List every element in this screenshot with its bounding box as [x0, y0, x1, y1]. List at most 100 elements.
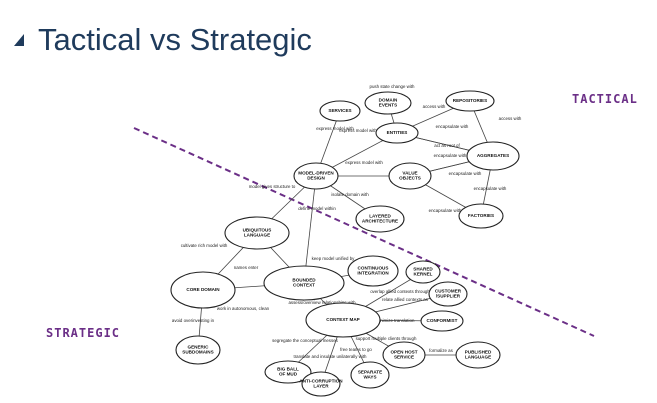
node-ellipse	[293, 162, 339, 190]
node-ellipse	[420, 310, 464, 332]
node-ellipse	[388, 162, 432, 190]
slide-title: Tactical vs Strategic	[38, 22, 312, 57]
node-ellipse	[445, 90, 495, 112]
node-core-domain: Core Domain	[170, 271, 236, 309]
node-ellipse	[350, 361, 390, 389]
title-row: Tactical vs Strategic	[14, 22, 312, 58]
strategic-label: STRATEGIC	[46, 326, 121, 340]
tactical-strategic-divider	[133, 127, 595, 337]
node-factories: Factories	[458, 203, 504, 229]
node-ellipse	[319, 100, 361, 122]
edge-label: encapsulate with	[449, 171, 482, 176]
node-label: Customer/Supplier	[435, 289, 462, 299]
edge-label: encapsulate with	[474, 186, 507, 191]
node-ellipse	[455, 341, 501, 369]
node-ellipse	[364, 91, 412, 115]
node-ellipse	[382, 341, 426, 369]
node-context-map: Context Map	[305, 302, 381, 338]
node-ellipse	[170, 271, 236, 309]
edge-label: express model with	[339, 128, 377, 133]
tactical-label: TACTICAL	[572, 92, 638, 106]
node-ellipse	[405, 260, 441, 284]
edge-label: access with	[499, 116, 522, 121]
node-ellipse	[466, 141, 520, 171]
node-ellipse	[428, 281, 468, 307]
node-entities: Entities	[375, 122, 419, 144]
edge-label: relate allied contexts as	[382, 297, 429, 302]
edge-label: work in autonomous, clean	[217, 306, 270, 311]
node-ellipse	[175, 335, 221, 365]
node-label: Entities	[387, 130, 408, 135]
edge-label: formalize as	[429, 348, 453, 353]
node-conformist: Conformist	[420, 310, 464, 332]
node-ellipse	[263, 265, 345, 301]
node-ellipse	[301, 371, 341, 397]
node-label: Repositories	[453, 98, 487, 103]
edge-label: push state change with	[370, 84, 415, 89]
node-services: Services	[319, 100, 361, 122]
node-ellipse	[355, 205, 405, 233]
edge-label: express model with	[345, 160, 383, 165]
node-ellipse	[224, 216, 290, 250]
node-ellipse	[347, 255, 399, 287]
edge-label: act as root of	[434, 143, 460, 148]
node-customer-supplier: Customer/Supplier	[428, 281, 468, 307]
node-repositories: Repositories	[445, 90, 495, 112]
node-label: Context Map	[326, 317, 359, 322]
node-label: Services	[328, 108, 351, 113]
node-ellipse	[375, 122, 419, 144]
edge-label: translate and insulate unilaterally with	[294, 354, 368, 359]
edge-label: define model within	[298, 206, 336, 211]
edge-label: encapsulate with	[436, 124, 469, 129]
edge-label: minimize translation	[376, 318, 415, 323]
edge-label: isolate domain with	[331, 192, 369, 197]
edge-label: free teams to go	[340, 347, 372, 352]
node-ellipse	[305, 302, 381, 338]
node-label: Conformist	[427, 318, 458, 323]
edge-label: overlap allied contexts through	[370, 289, 430, 294]
edge-label: express model with	[316, 126, 354, 131]
edge-label: model gives structure to	[249, 184, 296, 189]
triangle-bullet-icon	[14, 34, 24, 46]
node-ellipse	[264, 360, 312, 384]
edge-label: keep model unified by	[312, 256, 356, 261]
edge-label: segregate the conceptual messes	[272, 338, 338, 343]
edge-label: encapsulate with	[434, 153, 467, 158]
edge-label: access with	[423, 104, 446, 109]
edge-label: encapsulate with	[429, 208, 462, 213]
node-label: Core Domain	[186, 287, 220, 292]
edge-label: support multiple clients through	[356, 336, 417, 341]
node-label: Aggregates	[477, 153, 509, 158]
edge-layer: push state change with access with access …	[172, 84, 522, 385]
node-label: Factories	[468, 213, 494, 218]
edge-label: assess/overview relationships with	[288, 300, 356, 305]
node-aggregates: Aggregates	[466, 141, 520, 171]
edge-label: names enter	[234, 265, 259, 270]
